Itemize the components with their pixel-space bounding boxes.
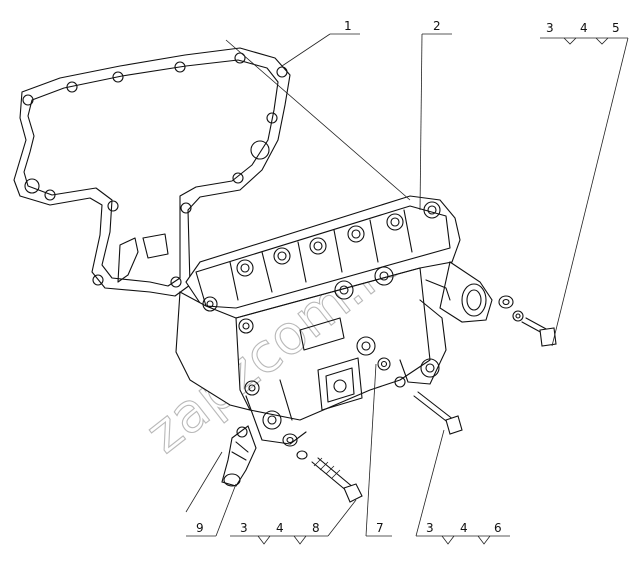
bolt-5-assembly-icon (498, 295, 557, 347)
callout-4-top: 4 (580, 21, 588, 35)
callout-3-bottom-right: 3 (426, 521, 434, 535)
housing-icon (175, 195, 493, 445)
fitting-icon (221, 425, 257, 487)
callout-3-top: 3 (546, 21, 554, 35)
bolt-6-assembly-icon (413, 391, 463, 435)
callout-8-bottom-left: 8 (312, 521, 320, 535)
callout-6-bottom-right: 6 (494, 521, 502, 535)
gasket-icon (13, 47, 291, 297)
callout-5-top: 5 (612, 21, 620, 35)
plug-7-icon (377, 357, 406, 388)
callout-1: 1 (344, 19, 352, 33)
bolt-8-assembly-icon (282, 433, 363, 503)
callout-2: 2 (433, 19, 441, 33)
callout-7: 7 (376, 521, 384, 535)
callout-9: 9 (196, 521, 204, 535)
callout-3-bottom-left: 3 (240, 521, 248, 535)
callout-4-bottom-left: 4 (276, 521, 284, 535)
callout-4-bottom-right: 4 (460, 521, 468, 535)
leader-lines (185, 33, 629, 545)
